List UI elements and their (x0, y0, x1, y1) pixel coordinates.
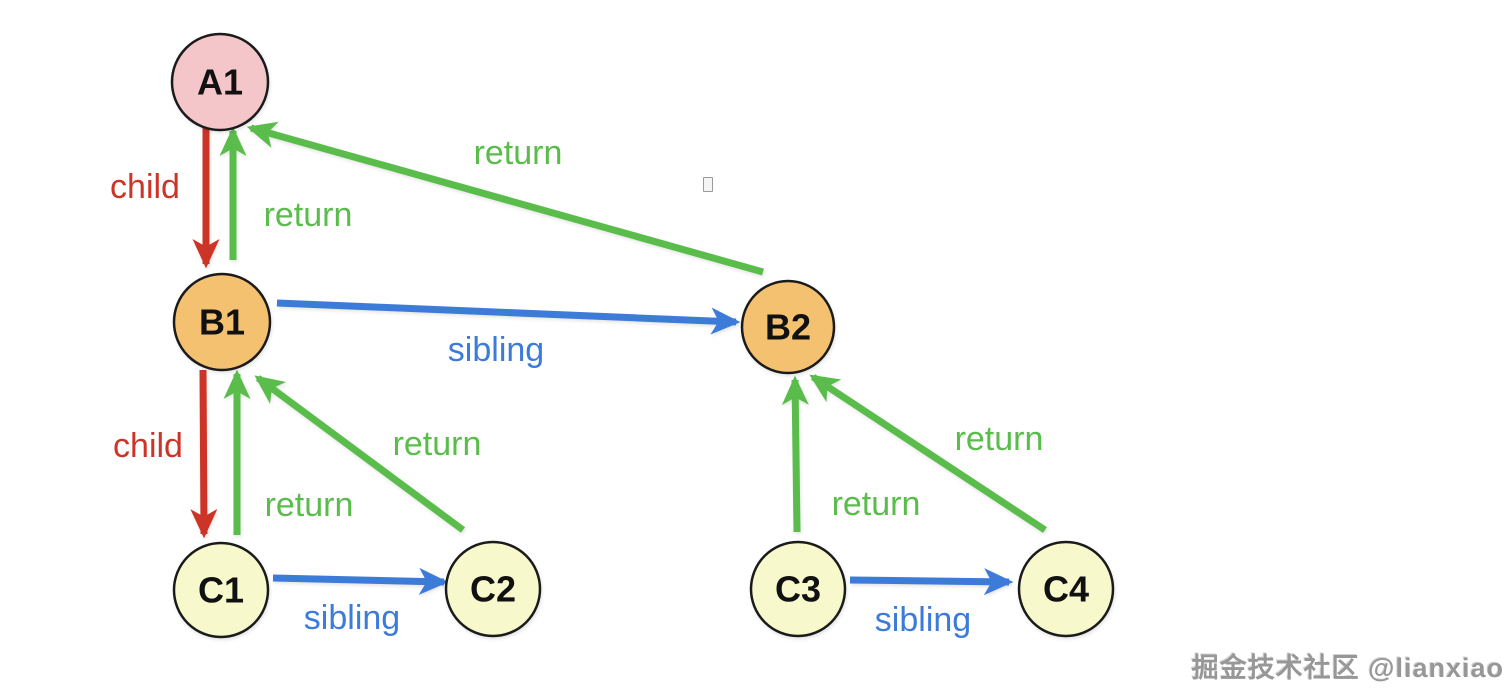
edge-return-C2-to-B1 (254, 375, 466, 533)
edge-label-return-8: return (955, 420, 1044, 458)
node-C2: C2 (444, 540, 542, 638)
edge-label-sibling-3: sibling (448, 331, 544, 369)
edge-sibling-C1-to-C2 (272, 567, 449, 595)
node-circle-C4 (1017, 540, 1115, 638)
edge-label-sibling-10: sibling (875, 601, 971, 639)
edge-label-return-1: return (264, 196, 353, 234)
node-C3: C3 (749, 540, 847, 638)
node-circle-C1 (172, 541, 270, 639)
edge-child-B1-to-C1 (190, 369, 218, 539)
node-B2: B2 (740, 279, 836, 375)
node-circle-C2 (444, 540, 542, 638)
edge-label-return-2: return (474, 134, 563, 172)
edge-label-sibling-9: sibling (304, 599, 400, 637)
edge-return-C3-to-B2 (781, 375, 809, 533)
edge-label-child-4: child (113, 427, 183, 465)
node-circle-A1 (170, 32, 270, 132)
edge-return-C4-to-B2 (809, 374, 1047, 533)
edge-label-return-5: return (265, 486, 354, 524)
node-label-B2: B2 (765, 307, 811, 348)
edge-sibling-C3-to-C4 (849, 568, 1014, 596)
node-C4: C4 (1017, 540, 1115, 638)
node-label-C1: C1 (198, 570, 244, 611)
node-label-B1: B1 (199, 302, 245, 343)
text-cursor-artifact (703, 177, 713, 192)
watermark-text: 掘金技术社区 @lianxiao (1191, 653, 1504, 683)
edge-label-child-0: child (110, 168, 180, 206)
edge-label-return-7: return (832, 485, 921, 523)
node-B1: B1 (172, 272, 272, 372)
edge-sibling-B1-to-B2 (276, 299, 741, 335)
node-label-A1: A1 (197, 62, 243, 103)
node-A1: A1 (170, 32, 270, 132)
edges-group (190, 121, 1047, 596)
node-circle-C3 (749, 540, 847, 638)
node-label-C2: C2 (470, 569, 516, 610)
node-circle-B1 (172, 272, 272, 372)
node-C1: C1 (172, 541, 270, 639)
node-label-C3: C3 (775, 569, 821, 610)
edge-label-return-6: return (393, 425, 482, 463)
node-circle-B2 (740, 279, 836, 375)
node-label-C4: C4 (1043, 569, 1089, 610)
edge-return-B2-to-A1 (246, 121, 764, 276)
